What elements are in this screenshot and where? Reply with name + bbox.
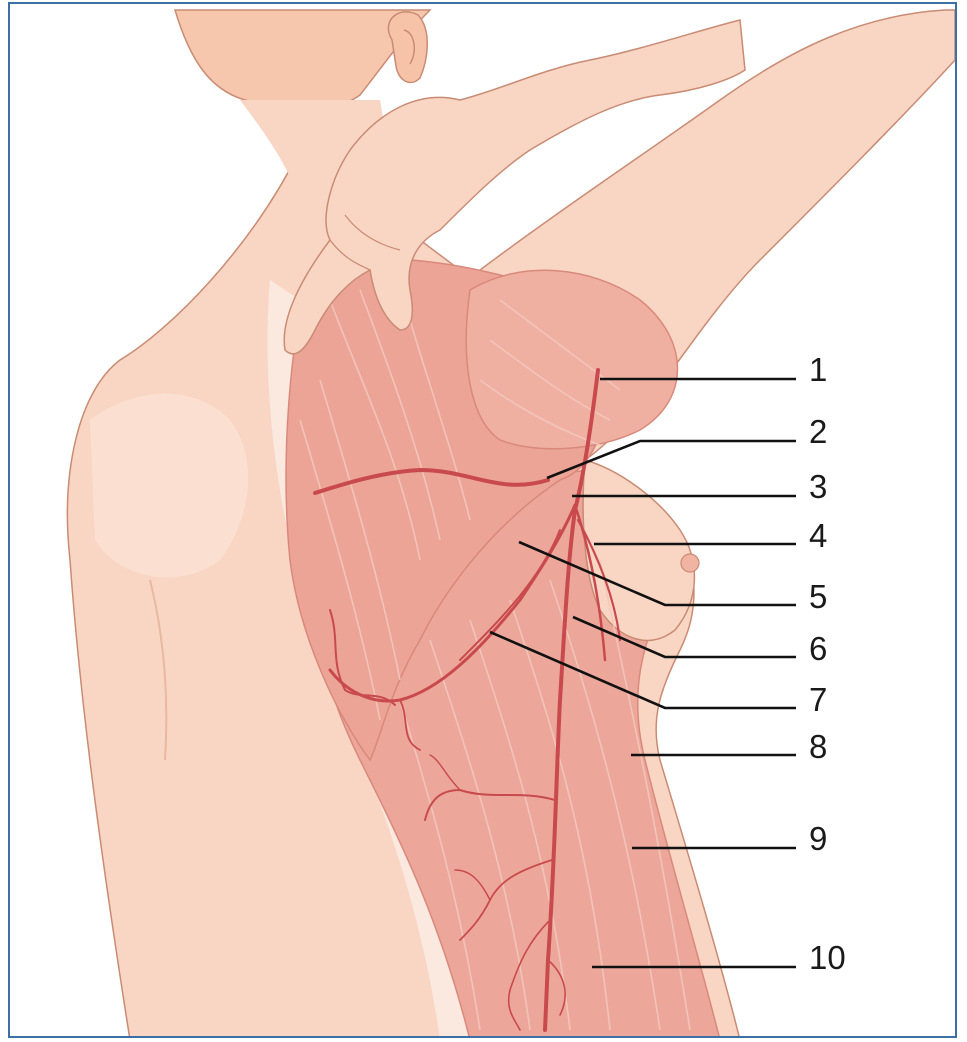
callout-4: 4: [809, 517, 827, 554]
callout-labels: 1 2 3 4 5 6 7 8 9 10: [809, 351, 846, 976]
callout-5: 5: [809, 578, 827, 615]
callout-6: 6: [809, 630, 827, 667]
nipple: [681, 554, 699, 572]
callout-7: 7: [809, 681, 827, 718]
callout-9: 9: [809, 820, 827, 857]
callout-10: 10: [809, 939, 846, 976]
callout-2: 2: [809, 413, 827, 450]
callout-1: 1: [809, 351, 827, 388]
callout-3: 3: [809, 468, 827, 505]
ear: [388, 12, 427, 83]
callout-8: 8: [809, 728, 827, 765]
